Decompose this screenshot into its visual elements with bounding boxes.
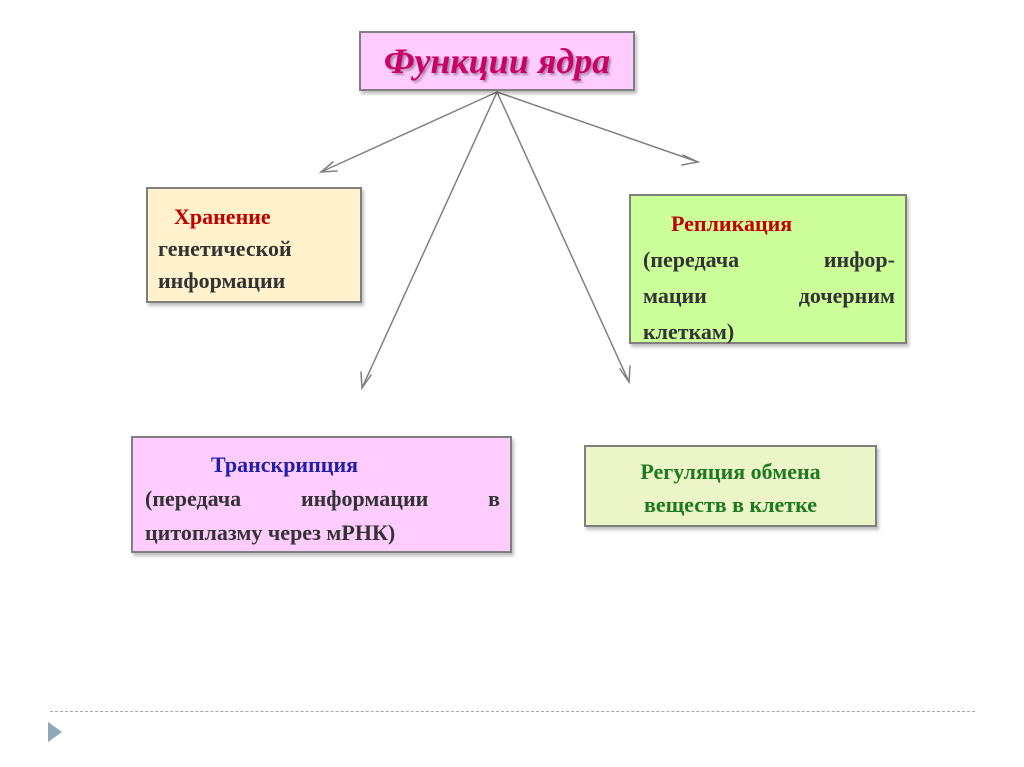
replication-line-1: Репликация	[671, 211, 793, 236]
storage-line-3: информации	[158, 268, 286, 293]
arrowhead-replication	[681, 154, 701, 166]
storage-function-box: Хранение генетической информации	[146, 187, 362, 303]
arrowhead-regulation	[619, 365, 631, 385]
storage-line-2: генетической	[158, 236, 292, 261]
arrow-to-transcription	[361, 91, 498, 389]
arrow-to-storage	[320, 91, 498, 173]
arrow-to-replication	[496, 91, 699, 163]
replication-line-3: мации дочерним	[643, 283, 895, 308]
arrow-to-regulation	[496, 91, 630, 383]
regulation-line-2: веществ в клетке	[643, 492, 818, 517]
storage-line-1: Хранение	[174, 204, 271, 229]
replication-function-box: Репликация (передача инфор- мации дочерн…	[629, 194, 907, 344]
arrowhead-transcription	[360, 371, 372, 391]
regulation-line-1: Регуляция обмена	[640, 459, 821, 484]
replication-line-4: клеткам)	[643, 319, 735, 344]
footer-divider	[50, 711, 975, 712]
arrowhead-storage	[318, 161, 338, 173]
replication-line-2: (передача инфор-	[643, 247, 895, 272]
regulation-function-box: Регуляция обмена веществ в клетке	[584, 445, 877, 527]
play-triangle-icon	[48, 722, 62, 742]
transcription-line-3: цитоплазму через мРНК)	[145, 520, 396, 545]
diagram-title: Функции ядра	[383, 41, 611, 81]
title-box: Функции ядра	[359, 31, 635, 91]
transcription-function-box: Транскрипция (передача информации в цито…	[131, 436, 512, 553]
transcription-line-2: (передача информации в	[145, 486, 500, 511]
transcription-line-1: Транскрипция	[211, 452, 359, 477]
